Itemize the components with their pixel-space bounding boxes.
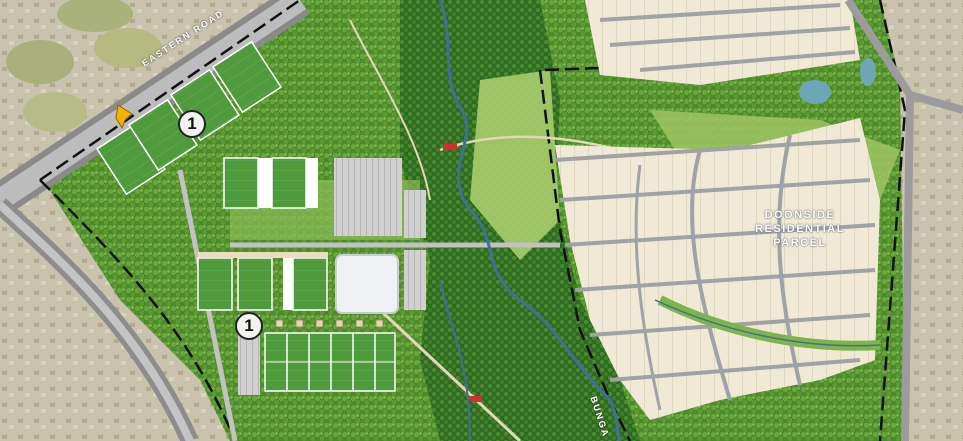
sports-fields-north (95, 40, 283, 196)
residential-north (585, 0, 860, 85)
pond (860, 58, 876, 86)
sports-field (271, 157, 307, 209)
aerial-oval (23, 92, 87, 132)
parcel-label-line: PARCEL (773, 237, 827, 249)
pathway (439, 135, 621, 152)
indoor-facility (335, 254, 399, 314)
amenity-building (258, 158, 272, 208)
parcel-label-line: DOONSIDE (764, 209, 836, 221)
site-boundary (544, 66, 601, 72)
creek-tributary (439, 279, 471, 441)
bridge (470, 396, 482, 402)
amenity-building (283, 258, 293, 310)
residential-block (585, 0, 860, 85)
parking-lot (404, 250, 426, 310)
aerial-oval (57, 0, 133, 32)
aerial-oval (94, 28, 162, 68)
precinct-marker[interactable]: 1 (178, 110, 206, 138)
pond (799, 80, 831, 104)
site-boundary (39, 0, 301, 182)
precinct-marker[interactable]: 1 (235, 312, 263, 340)
sports-field (211, 40, 283, 114)
sports-fields-central (197, 157, 399, 314)
residential-parcel (554, 118, 881, 420)
creek (438, 0, 622, 441)
site-boundary (878, 0, 907, 441)
sports-field (292, 257, 328, 311)
residential-parcel-label: DOONSIDE RESIDENTIAL PARCEL (745, 208, 855, 250)
pathway (378, 308, 522, 441)
sports-field (197, 257, 233, 311)
amenity-building (306, 158, 318, 208)
gateway-icon (115, 104, 133, 130)
pathway (349, 19, 431, 201)
sports-fields-south (264, 319, 396, 392)
site-boundary (39, 179, 237, 441)
bridge (443, 144, 457, 150)
sports-field (237, 257, 273, 311)
sports-field (223, 157, 259, 209)
parking-lot (334, 158, 402, 236)
parcel-label-line: RESIDENTIAL (755, 223, 845, 235)
amenity-strip (198, 252, 328, 258)
open-grass (470, 70, 560, 260)
aerial-oval (6, 40, 74, 84)
parking-lot (404, 190, 426, 238)
site-boundary (538, 69, 632, 441)
